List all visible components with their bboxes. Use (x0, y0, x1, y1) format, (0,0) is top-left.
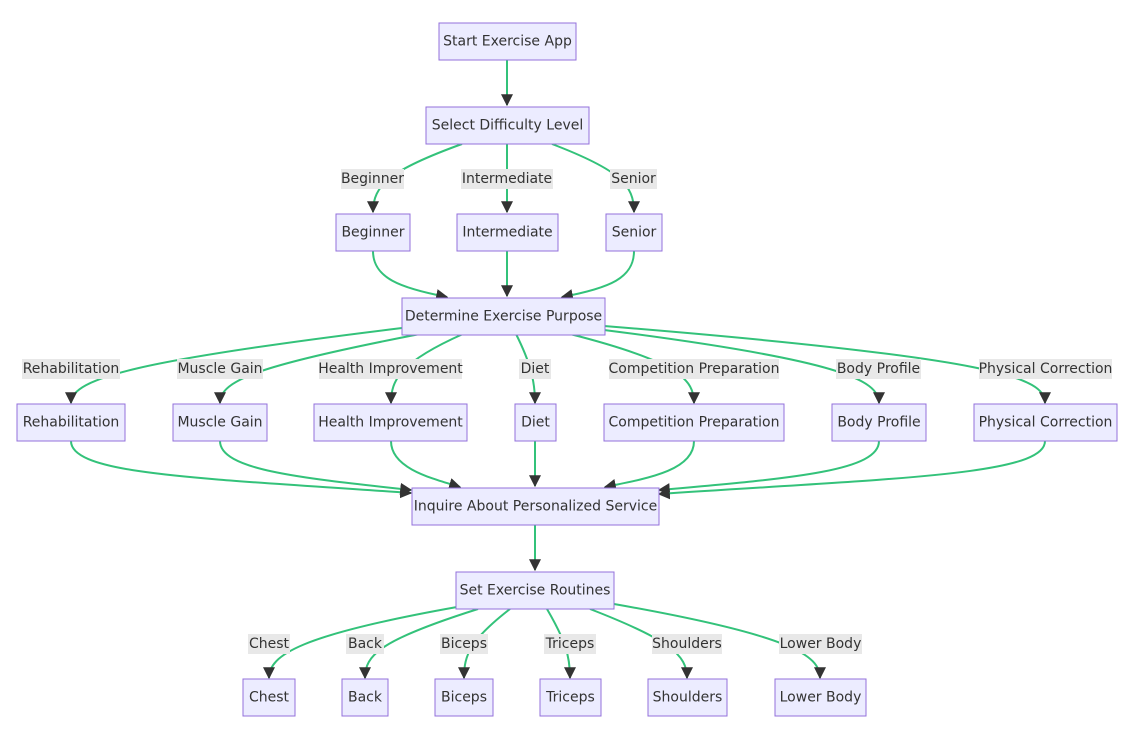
node-physical-correction: Physical Correction (973, 403, 1118, 442)
node-label: Senior (612, 225, 657, 241)
node-purpose: Determine Exercise Purpose (401, 297, 606, 336)
node-label: Chest (249, 690, 290, 706)
node-lower-body: Lower Body (774, 678, 867, 717)
edge-label-senior: Senior (610, 169, 657, 189)
node-biceps: Biceps (434, 678, 494, 717)
edge-label-text: Shoulders (652, 636, 722, 652)
node-label: Set Exercise Routines (460, 583, 611, 599)
node-body-profile: Body Profile (831, 403, 927, 442)
node-label: Competition Preparation (608, 415, 779, 431)
node-label: Determine Exercise Purpose (405, 309, 602, 325)
edge-label-chest: Chest (248, 634, 290, 654)
edge-routines-to-chest (263, 606, 458, 680)
node-label: Physical Correction (979, 415, 1113, 431)
edge-label-text: Senior (611, 171, 656, 187)
edge-label-physical-correction: Physical Correction (979, 359, 1113, 379)
node-label: Beginner (341, 225, 404, 241)
edge-label-text: Diet (521, 361, 550, 377)
edge-label-text: Beginner (341, 171, 404, 187)
edge-label-text: Muscle Gain (177, 361, 262, 377)
edge-label-text: Physical Correction (979, 361, 1113, 377)
node-beginner: Beginner (335, 213, 411, 252)
edge-label-beginner: Beginner (341, 169, 404, 189)
edge-physical-correction-to-inquire (657, 440, 1046, 500)
node-label: Diet (521, 415, 550, 431)
node-chest: Chest (242, 678, 296, 717)
edge-body-profile-to-inquire (657, 440, 880, 496)
edge-label-shoulders: Shoulders (652, 634, 722, 654)
edge-label-text: Competition Preparation (608, 361, 779, 377)
node-label: Select Difficulty Level (432, 118, 583, 134)
node-inquire: Inquire About Personalized Service (411, 487, 660, 526)
edge-label-rehabilitation: Rehabilitation (22, 359, 120, 379)
edge-purpose-to-physical-correction (603, 325, 1051, 405)
node-label: Body Profile (837, 415, 920, 431)
node-triceps: Triceps (539, 678, 602, 717)
edge-label-triceps: Triceps (544, 634, 596, 654)
node-label: Biceps (441, 690, 487, 706)
edge-health-to-inquire (390, 440, 462, 490)
node-competition: Competition Preparation (603, 403, 785, 442)
node-label: Lower Body (780, 690, 862, 706)
node-label: Health Improvement (318, 415, 463, 431)
edge-label-intermediate: Intermediate (461, 169, 553, 189)
edge-label-competition: Competition Preparation (608, 359, 780, 379)
node-label: Inquire About Personalized Service (414, 499, 657, 515)
nodes: Start Exercise App Select Difficulty Lev… (16, 22, 1118, 717)
edge-routines-to-back (359, 608, 479, 680)
node-label: Back (348, 690, 383, 706)
node-routines: Set Exercise Routines (455, 571, 615, 610)
node-rehabilitation: Rehabilitation (16, 403, 126, 442)
node-label: Start Exercise App (443, 34, 572, 50)
edge-muscle-gain-to-inquire (219, 440, 413, 495)
edge-label-text: Intermediate (462, 171, 552, 187)
node-label: Intermediate (462, 225, 552, 241)
edge-label-text: Body Profile (837, 361, 920, 377)
edge-senior-to-purpose (560, 250, 635, 301)
edge-label-text: Biceps (441, 636, 487, 652)
edge-label-back: Back (346, 634, 384, 654)
node-label: Muscle Gain (177, 415, 262, 431)
node-shoulders: Shoulders (647, 678, 728, 717)
node-health: Health Improvement (313, 403, 468, 442)
node-label: Rehabilitation (23, 415, 120, 431)
edge-competition-to-inquire (603, 440, 695, 491)
node-muscle-gain: Muscle Gain (172, 403, 268, 442)
edge-label-lower-body: Lower Body (779, 634, 862, 654)
node-label: Shoulders (653, 690, 723, 706)
edge-label-text: Chest (249, 636, 290, 652)
node-select-level: Select Difficulty Level (425, 106, 590, 145)
edge-label-body-profile: Body Profile (836, 359, 921, 379)
edge-label-health: Health Improvement (318, 359, 463, 379)
edge-rehabilitation-to-inquire (70, 440, 413, 499)
node-start: Start Exercise App (438, 22, 577, 61)
node-intermediate: Intermediate (456, 213, 559, 252)
node-back: Back (341, 678, 389, 717)
edge-label-text: Lower Body (780, 636, 862, 652)
edge-label-biceps: Biceps (440, 634, 488, 654)
edge-purpose-to-rehabilitation (65, 327, 403, 405)
edge-labels: Beginner Intermediate Senior Rehabilitat… (22, 169, 1112, 654)
edge-label-text: Health Improvement (318, 361, 463, 377)
edge-label-muscle-gain: Muscle Gain (177, 359, 263, 379)
edge-label-text: Triceps (545, 636, 595, 652)
edge-purpose-to-body-profile (603, 329, 885, 405)
edge-beginner-to-purpose (372, 250, 449, 301)
node-senior: Senior (605, 213, 663, 252)
edge-label-text: Back (348, 636, 383, 652)
node-label: Triceps (545, 690, 595, 706)
edge-label-text: Rehabilitation (23, 361, 120, 377)
edge-label-diet: Diet (519, 359, 551, 379)
node-diet: Diet (514, 403, 557, 442)
